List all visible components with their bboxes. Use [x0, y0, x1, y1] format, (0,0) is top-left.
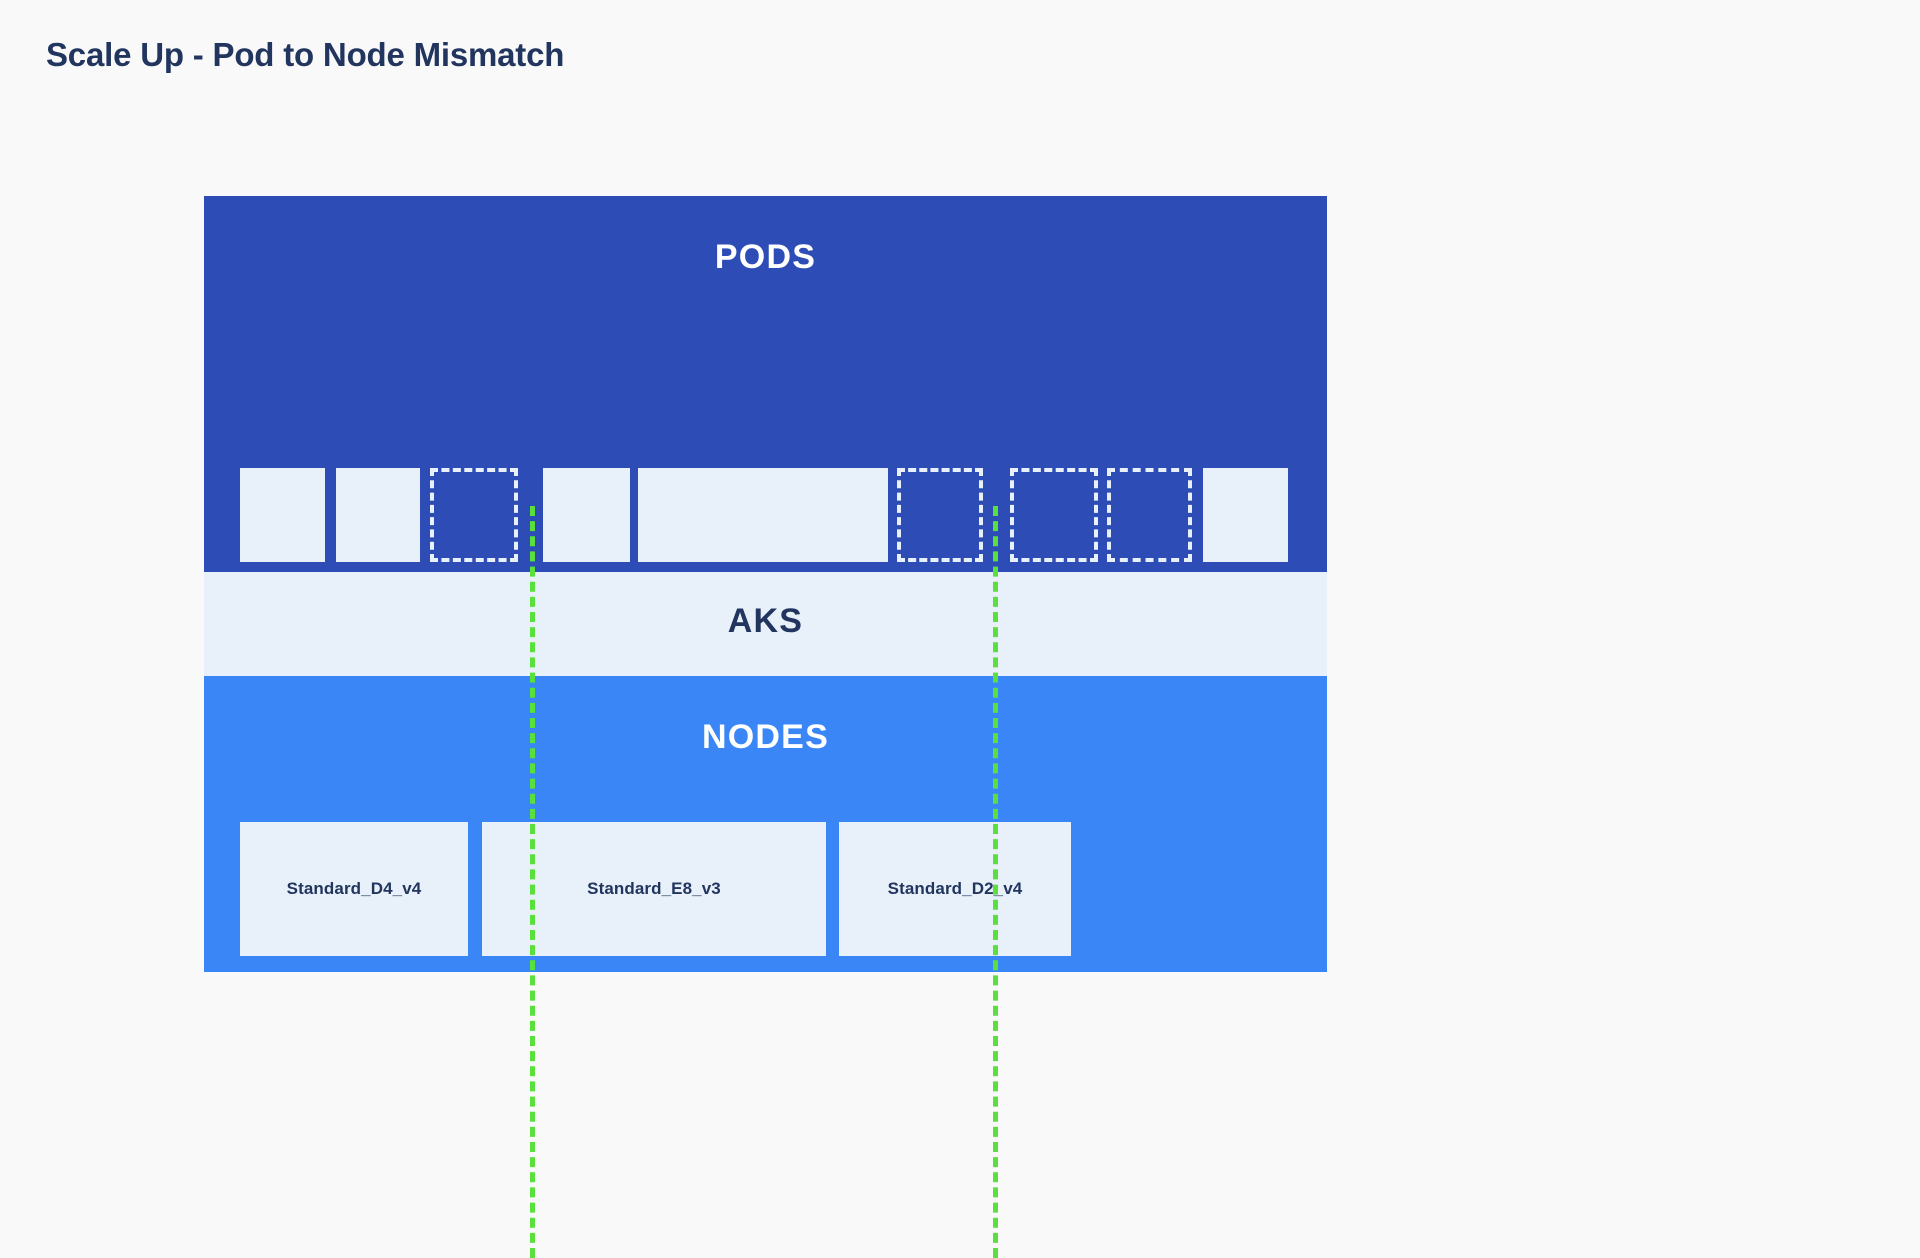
pod-box-5 [638, 468, 888, 562]
page-title: Scale Up - Pod to Node Mismatch [46, 36, 565, 73]
nodes-band-label: NODES [702, 718, 829, 756]
node-box-1: Standard_D4_v4 [240, 822, 468, 956]
pod-box-8-pending [1107, 468, 1192, 562]
pod-box-4 [543, 468, 630, 562]
node-label: Standard_D4_v4 [286, 879, 422, 898]
pod-box-6-pending [897, 468, 983, 562]
pod-box-9 [1203, 468, 1288, 562]
node-box-3: Standard_D2_v4 [839, 822, 1071, 956]
pod-box-3-pending [430, 468, 518, 562]
pod-box-2 [336, 468, 420, 562]
aks-band: AKS [204, 572, 1327, 676]
scale-up-diagram: PODS AKS NODES Standard_D4_v4 Standard_E8… [204, 196, 1327, 1258]
node-label: Standard_D2_v4 [887, 879, 1023, 898]
aks-band-label: AKS [727, 602, 804, 640]
pods-band-label: PODS [714, 238, 817, 276]
node-boxes-row: Standard_D4_v4 Standard_E8_v3 Standard_D2_… [204, 822, 1327, 956]
pod-box-1 [240, 468, 325, 562]
pod-box-7-pending [1010, 468, 1098, 562]
node-box-2: Standard_E8_v3 [482, 822, 826, 956]
pod-boxes-row [204, 468, 1327, 562]
node-label: Standard_E8_v3 [587, 879, 721, 898]
node-boundary-1 [530, 506, 535, 1258]
node-boundary-2 [993, 506, 998, 1258]
